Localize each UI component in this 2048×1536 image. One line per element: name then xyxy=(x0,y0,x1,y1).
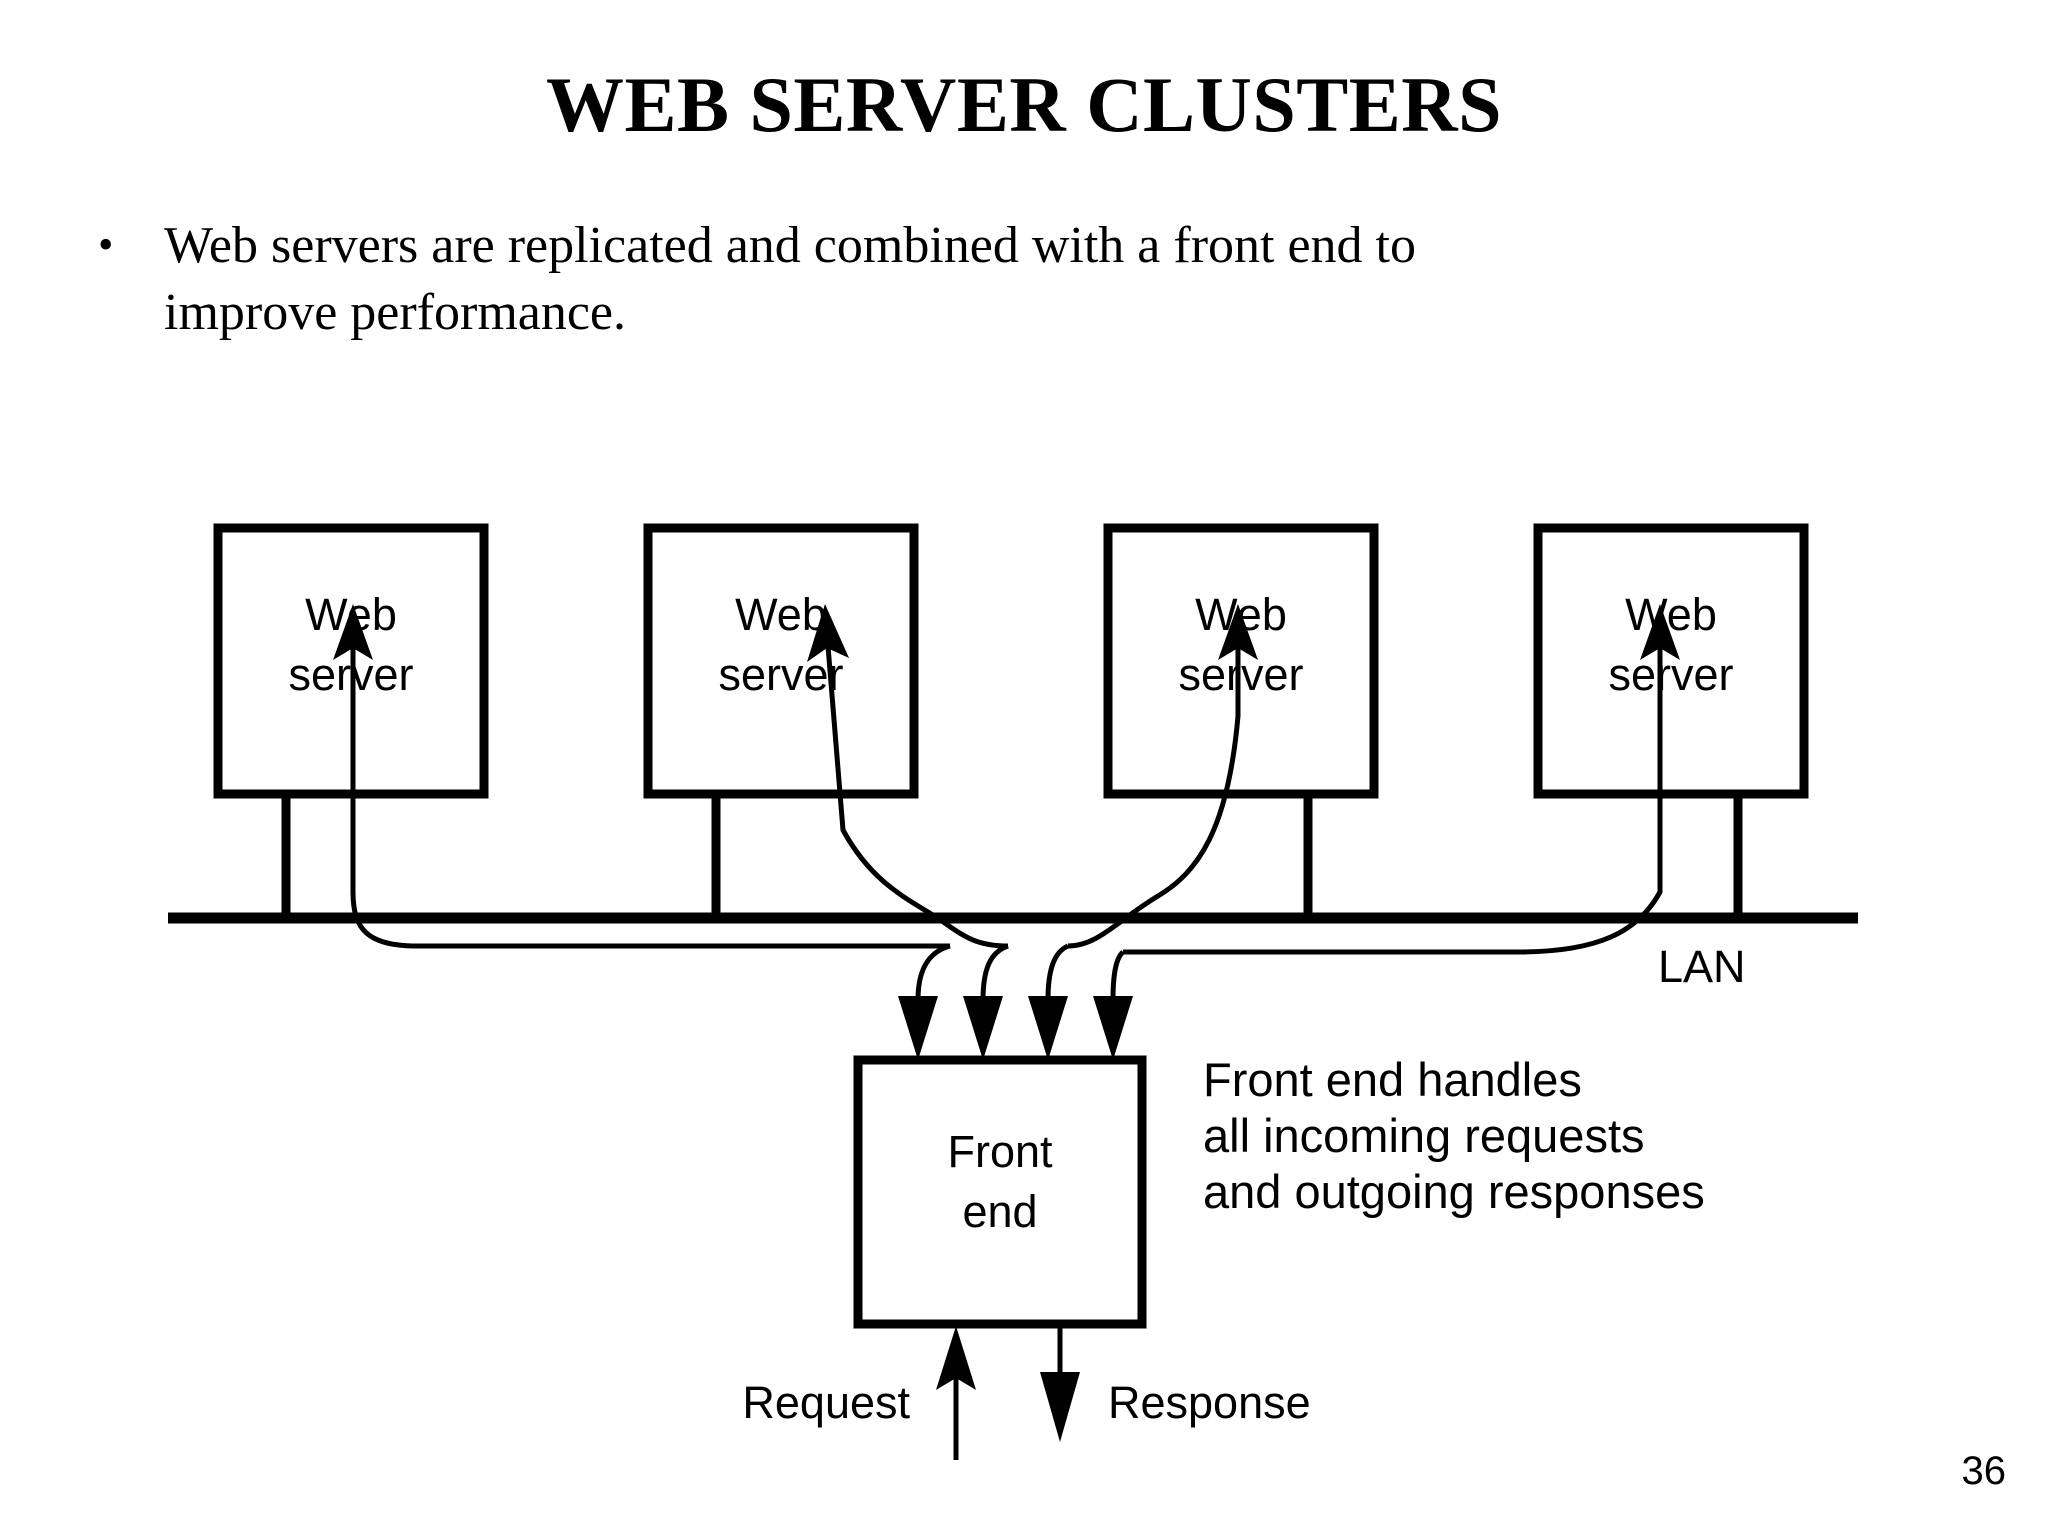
response-arrow-to-server-1 xyxy=(333,604,950,949)
response-arrow: Response xyxy=(1040,1324,1311,1442)
web-server-label-line2: server xyxy=(1178,649,1303,700)
lan-label: LAN xyxy=(1658,941,1746,992)
front-end-note-line3: and outgoing responses xyxy=(1203,1165,1705,1218)
bullet-list: • Web servers are replicated and combine… xyxy=(92,213,1472,346)
front-end-note: Front end handles all incoming requests … xyxy=(1203,1053,1705,1218)
front-end-label-line1: Front xyxy=(947,1126,1053,1177)
response-arrow-to-server-4 xyxy=(1123,604,1680,955)
front-end-label-line2: end xyxy=(962,1186,1037,1237)
front-end-inbound-stems xyxy=(915,943,1125,1001)
front-end-note-line2: all incoming requests xyxy=(1203,1109,1645,1162)
page-number: 36 xyxy=(1961,1449,2007,1493)
bullet-point-icon: • xyxy=(98,220,114,269)
response-arrow-to-server-2 xyxy=(807,604,1009,949)
web-server-label-line1: Web xyxy=(735,589,827,640)
page-title: WEB SERVER CLUSTERS xyxy=(545,61,1503,148)
response-label: Response xyxy=(1108,1377,1311,1428)
response-arrow-to-server-3 xyxy=(1067,604,1258,949)
request-arrows-into-front-end xyxy=(898,996,1133,1060)
lan-drop-stubs xyxy=(281,794,1743,918)
list-item: • Web servers are replicated and combine… xyxy=(92,213,1472,346)
web-server-cluster-diagram: Web server Web server Web server Web ser… xyxy=(168,500,1858,1460)
web-server-label-line2: server xyxy=(1608,649,1733,700)
request-label: Request xyxy=(742,1377,910,1428)
web-server-node-3: Web server xyxy=(1103,523,1379,799)
request-arrow: Request xyxy=(742,1326,976,1460)
front-end-note-line1: Front end handles xyxy=(1203,1053,1582,1106)
front-end-node: Front end xyxy=(853,1055,1147,1329)
web-server-node-2: Web server xyxy=(643,523,919,799)
bullet-text: Web servers are replicated and combined … xyxy=(164,217,1416,341)
web-server-label-line1: Web xyxy=(1625,589,1717,640)
web-server-node-4: Web server xyxy=(1533,523,1809,799)
web-server-label-line2: server xyxy=(718,649,843,700)
